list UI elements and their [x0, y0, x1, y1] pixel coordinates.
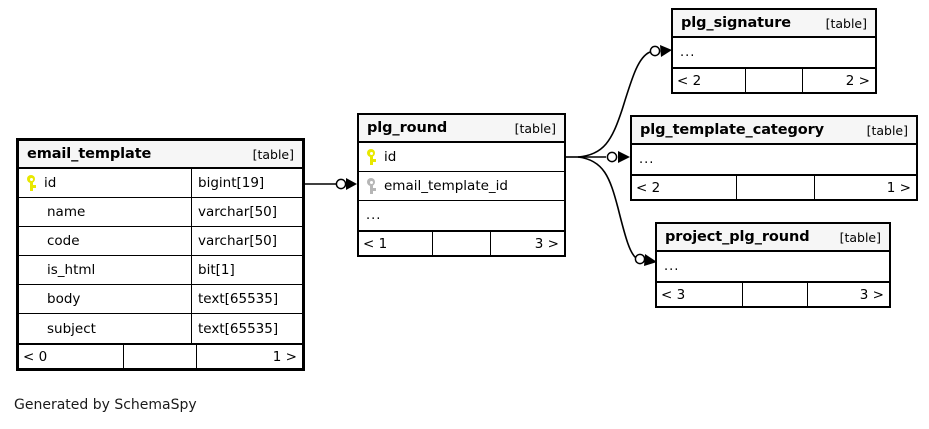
table-email-template[interactable]: email_template [table] id bigint[19] nam…	[16, 138, 305, 371]
footer-middle	[432, 232, 491, 255]
ellipsis-label: ...	[680, 45, 696, 60]
primary-key-icon	[26, 175, 37, 191]
column-name-cell: email_template_id	[359, 178, 564, 194]
footer-child-count: 1 >	[272, 348, 297, 365]
edge-plg-round-to-project-plg-round	[577, 156, 637, 259]
table-tag: [table]	[514, 120, 556, 136]
zero-marker-plg-template-category	[606, 151, 618, 163]
table-header-project-plg-round: project_plg_round [table]	[657, 224, 889, 252]
column-type: varchar[50]	[191, 227, 302, 255]
column-name-cell: id	[19, 175, 191, 191]
table-row-ellipsis: ...	[359, 201, 564, 230]
table-row[interactable]: body text[65535]	[19, 285, 302, 314]
table-title: plg_signature	[681, 15, 792, 31]
column-name: id	[44, 175, 57, 191]
footer-child-count: 3 >	[534, 235, 559, 252]
footer-middle	[745, 69, 803, 92]
table-row[interactable]: subject text[65535]	[19, 314, 302, 343]
table-tag: [table]	[825, 15, 867, 31]
column-name-cell: ...	[657, 259, 889, 274]
table-footer-plg-signature: < 2 2 >	[673, 67, 875, 92]
table-header-plg-signature: plg_signature [table]	[673, 10, 875, 38]
table-row[interactable]: is_html bit[1]	[19, 256, 302, 285]
footer-middle	[742, 283, 808, 306]
zero-marker-plg-round	[335, 178, 347, 190]
table-row-ellipsis: ...	[673, 38, 875, 67]
column-type: text[65535]	[191, 314, 302, 343]
table-header-plg-round: plg_round [table]	[359, 115, 564, 143]
column-name: is_html	[47, 262, 96, 278]
table-row[interactable]: email_template_id	[359, 172, 564, 201]
table-row-ellipsis: ...	[632, 145, 916, 174]
table-row-ellipsis: ...	[657, 252, 889, 281]
column-name-cell: ...	[359, 208, 564, 223]
table-row[interactable]: id bigint[19]	[19, 169, 302, 198]
footer-parent-count: < 3	[661, 286, 686, 303]
footer-child-count: 1 >	[886, 179, 911, 196]
ellipsis-label: ...	[664, 259, 680, 274]
column-name-cell: ...	[673, 45, 875, 60]
column-name: code	[47, 233, 80, 249]
footer-middle	[123, 345, 197, 368]
table-title: plg_template_category	[640, 122, 824, 138]
column-type: varchar[50]	[191, 198, 302, 226]
table-footer-plg-template-category: < 2 1 >	[632, 174, 916, 199]
column-name-cell: code	[19, 233, 191, 249]
table-plg-template-category[interactable]: plg_template_category [table] ... < 2 1 …	[630, 115, 918, 201]
footer-parent-count: < 2	[636, 179, 661, 196]
column-name: email_template_id	[384, 178, 508, 194]
table-plg-round[interactable]: plg_round [table] id email_template_id	[357, 113, 566, 257]
table-title: project_plg_round	[665, 229, 810, 245]
zero-marker-project-plg-round	[634, 253, 646, 265]
foreign-key-icon	[366, 178, 377, 194]
column-name-cell: ...	[632, 152, 916, 167]
column-type: bigint[19]	[191, 169, 302, 197]
table-tag: [table]	[866, 122, 908, 138]
column-type: text[65535]	[191, 285, 302, 313]
table-row[interactable]: name varchar[50]	[19, 198, 302, 227]
generated-by-caption: Generated by SchemaSpy	[14, 397, 197, 413]
column-name: id	[384, 149, 397, 165]
ellipsis-label: ...	[366, 208, 382, 223]
column-list-email-template: id bigint[19] name varchar[50] code varc…	[19, 169, 302, 343]
primary-key-icon	[366, 149, 377, 165]
table-row[interactable]: code varchar[50]	[19, 227, 302, 256]
crowsfoot-plg-round	[346, 178, 357, 190]
zero-marker-plg-signature	[649, 45, 661, 57]
footer-parent-count: < 1	[363, 235, 388, 252]
table-project-plg-round[interactable]: project_plg_round [table] ... < 3 3 >	[655, 222, 891, 308]
column-name-cell: subject	[19, 321, 191, 337]
table-tag: [table]	[252, 146, 294, 162]
column-name: name	[47, 204, 86, 220]
table-footer-email-template: < 0 1 >	[19, 343, 302, 368]
column-list-plg-round: id email_template_id ...	[359, 143, 564, 230]
ellipsis-label: ...	[639, 152, 655, 167]
footer-parent-count: < 0	[23, 348, 48, 365]
footer-middle	[736, 176, 815, 199]
column-name-cell: body	[19, 291, 191, 307]
column-name-cell: is_html	[19, 262, 191, 278]
table-title: plg_round	[367, 120, 448, 136]
footer-child-count: 3 >	[859, 286, 884, 303]
table-row[interactable]: id	[359, 143, 564, 172]
column-list-plg-signature: ...	[673, 38, 875, 67]
column-list-project-plg-round: ...	[657, 252, 889, 281]
column-name: body	[47, 291, 81, 307]
table-plg-signature[interactable]: plg_signature [table] ... < 2 2 >	[671, 8, 877, 94]
footer-parent-count: < 2	[677, 72, 702, 89]
table-title: email_template	[27, 146, 152, 162]
table-tag: [table]	[839, 229, 881, 245]
column-type: bit[1]	[191, 256, 302, 284]
column-name-cell: id	[359, 149, 564, 165]
column-name: subject	[47, 320, 96, 337]
table-footer-plg-round: < 1 3 >	[359, 230, 564, 255]
crowsfoot-plg-template-category	[618, 151, 630, 163]
footer-child-count: 2 >	[845, 72, 870, 89]
column-list-plg-template-category: ...	[632, 145, 916, 174]
table-footer-project-plg-round: < 3 3 >	[657, 281, 889, 306]
table-header-email-template: email_template [table]	[19, 141, 302, 169]
table-header-plg-template-category: plg_template_category [table]	[632, 117, 916, 145]
column-name-cell: name	[19, 204, 191, 220]
